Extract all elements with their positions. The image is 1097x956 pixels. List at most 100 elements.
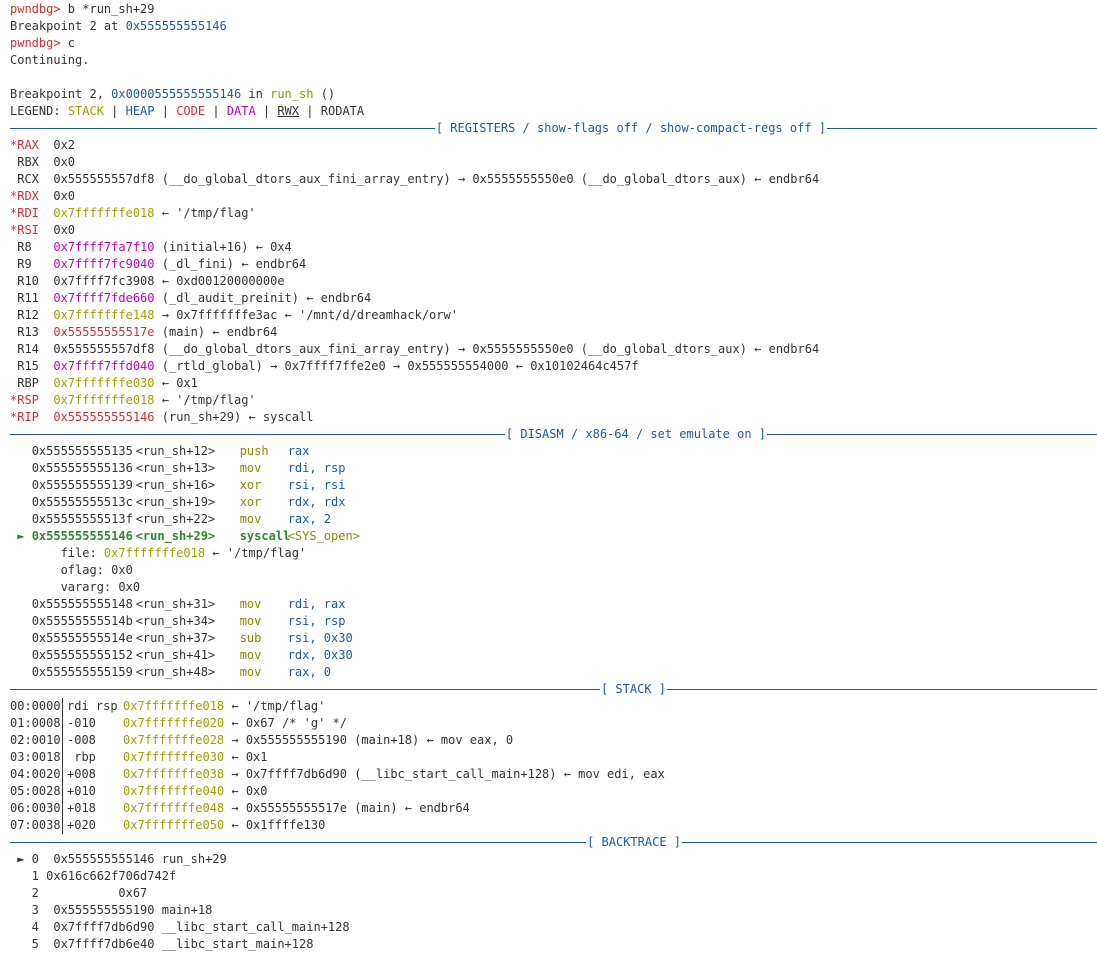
- stack-offset: 05:0028: [10, 784, 61, 798]
- prompt: pwndbg>: [10, 2, 61, 16]
- backtrace-frame: 2 0x67: [10, 885, 1097, 902]
- stack-offset: 04:0020: [10, 767, 61, 781]
- register-value: 0x55555555517e: [53, 325, 155, 339]
- instr-address: 0x555555555136: [31, 461, 133, 475]
- spacer: [39, 138, 53, 152]
- command-line: pwndbg> c: [10, 35, 1097, 52]
- spacer: [39, 223, 53, 237]
- stack-deref: ← '/tmp/flag': [224, 699, 326, 713]
- register-deref: (__do_global_dtors_aux_fini_array_entry)…: [154, 342, 820, 356]
- register-deref: (_dl_fini) ← endbr64: [154, 257, 307, 271]
- register-name: *RDX: [10, 189, 39, 203]
- stack-rel: +020: [67, 818, 96, 832]
- register-value: 0x7ffff7ffd040: [53, 359, 155, 373]
- syscall-arg-label: oflag:: [60, 563, 104, 577]
- spacer: [39, 376, 53, 390]
- legend: LEGEND: STACK | HEAP | CODE | DATA | RWX…: [10, 103, 1097, 120]
- instr-mnemonic: sub: [239, 631, 262, 645]
- frame-index: ► 0: [10, 852, 39, 866]
- stack-deref: ← 0x0: [224, 784, 268, 798]
- instr-symbol: <run_sh+34>: [135, 614, 216, 628]
- spacer: [39, 172, 53, 186]
- section-title: [ REGISTERS / show-flags off / show-comp…: [435, 121, 826, 135]
- legend-rodata: RODATA: [320, 104, 365, 118]
- register-name: *RIP: [10, 410, 39, 424]
- register-row: RBP 0x7fffffffe030 ← 0x1: [10, 375, 1097, 392]
- register-row: *RDI 0x7fffffffe018 ← '/tmp/flag': [10, 205, 1097, 222]
- command-line: pwndbg> b *run_sh+29: [10, 1, 1097, 18]
- stack-rel: -010: [67, 716, 96, 730]
- frame-address: 0x616c662f706d742f: [38, 869, 177, 883]
- instr-address: 0x55555555513f: [31, 512, 133, 526]
- divider: [62, 732, 63, 749]
- register-name: *RSI: [10, 223, 39, 237]
- instr-operands: rax, 0: [287, 665, 332, 679]
- register-row: R11 0x7ffff7fde660 (_dl_audit_preinit) ←…: [10, 290, 1097, 307]
- spacer: [10, 546, 61, 560]
- instr-address: 0x555555555148: [31, 597, 133, 611]
- legend-sep: |: [154, 104, 177, 118]
- instr-operands: rdx, 0x30: [287, 648, 353, 662]
- register-row: *RSP 0x7fffffffe018 ← '/tmp/flag': [10, 392, 1097, 409]
- instr-mnemonic: mov: [239, 512, 262, 526]
- instr-mnemonic: push: [239, 444, 269, 458]
- instr-mnemonic: mov: [239, 665, 262, 679]
- stack-address: 0x7fffffffe040: [123, 784, 225, 798]
- legend-sep: |: [299, 104, 321, 118]
- stack-offset: 03:0018: [10, 750, 61, 764]
- disasm-current-row: ► 0x555555555146<run_sh+29>syscall<SYS_o…: [10, 528, 1097, 545]
- registers-panel: *RAX 0x2 RBX 0x0 RCX 0x555555557df8 (__d…: [10, 137, 1097, 426]
- stack-rel: +018: [67, 801, 96, 815]
- legend-sep: |: [103, 104, 126, 118]
- instr-symbol: <run_sh+48>: [135, 665, 216, 679]
- backtrace-frame: 5 0x7ffff7db6e40 __libc_start_main+128: [10, 936, 1097, 953]
- backtrace-frame: 4 0x7ffff7db6d90 __libc_start_call_main+…: [10, 919, 1097, 936]
- legend-heap: HEAP: [125, 104, 155, 118]
- stack-row: 05:0028 +010 0x7fffffffe040 ← 0x0: [10, 783, 1097, 800]
- instr-operands: rax: [287, 444, 310, 458]
- register-value: 0x7ffff7fde660: [53, 291, 155, 305]
- register-name: R13: [10, 325, 39, 339]
- pc-marker-icon: [10, 631, 32, 645]
- instr-operands: rdx, rdx: [287, 495, 346, 509]
- register-value: 0x555555555146: [53, 410, 155, 424]
- pc-marker-icon: [10, 614, 32, 628]
- stack-offset: 01:0008: [10, 716, 61, 730]
- syscall-arg-label: vararg:: [60, 580, 112, 594]
- register-value: 0x7ffff7fc9040: [53, 257, 155, 271]
- stack-offset: 06:0030: [10, 801, 61, 815]
- legend-rwx: RWX: [277, 104, 300, 118]
- syscall-arg-value: 0x7fffffffe018: [96, 546, 206, 560]
- stack-offset: 00:0000: [10, 699, 61, 713]
- register-name: R10: [10, 274, 39, 288]
- output-line: Breakpoint 2 at 0x555555555146: [10, 18, 1097, 35]
- frame-address: 0x555555555190: [38, 903, 155, 917]
- syscall-arg-label: file:: [60, 546, 97, 560]
- register-name: R15: [10, 359, 39, 373]
- register-name: *RSP: [10, 393, 39, 407]
- instr-symbol: <run_sh+16>: [135, 478, 216, 492]
- register-value: 0x7fffffffe148: [53, 308, 155, 322]
- instr-mnemonic: mov: [239, 597, 262, 611]
- register-deref: ← '/tmp/flag': [154, 206, 256, 220]
- stack-deref: ← 0x1: [224, 750, 268, 764]
- register-value: 0x0: [53, 155, 76, 169]
- register-row: *RSI 0x0: [10, 222, 1097, 239]
- stack-address: 0x7fffffffe038: [123, 767, 225, 781]
- frame-address: 0x7ffff7db6e40: [38, 937, 155, 951]
- stack-rel: +010: [67, 784, 96, 798]
- instr-address: 0x55555555514b: [31, 614, 133, 628]
- function-name: run_sh: [270, 87, 314, 101]
